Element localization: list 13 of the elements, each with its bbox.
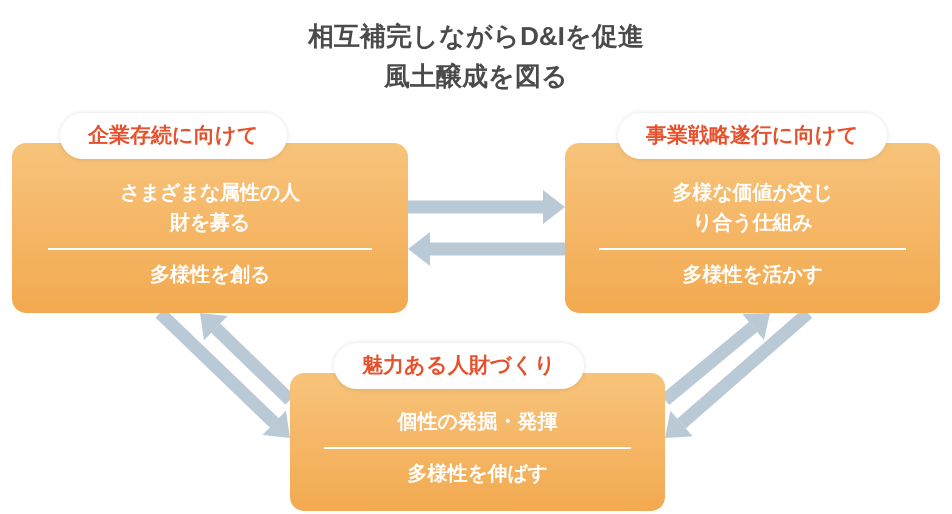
card-text: さまざまな属性の人財を募る — [120, 181, 300, 236]
process-card — [290, 343, 665, 511]
heading-tab: 事業戦略遂行に向けて — [618, 113, 887, 159]
card-text: 多様な価値が交じり合う仕組み — [672, 180, 834, 236]
arrow — [408, 190, 565, 224]
card-text: 多様性を活かす — [682, 262, 824, 288]
card-text: 多様性を創る — [149, 262, 271, 288]
heading-tab: 魅力ある人財づくり — [334, 343, 584, 389]
title: 相互補完しながらD&Iを促進風土醸成を図る — [306, 20, 645, 93]
arrow — [408, 232, 565, 266]
card-text: 個性の発掘・発揮 — [396, 410, 558, 436]
heading-tab: 企業存続に向けて — [60, 113, 287, 159]
card-text: 多様性を伸ばす — [406, 462, 548, 487]
